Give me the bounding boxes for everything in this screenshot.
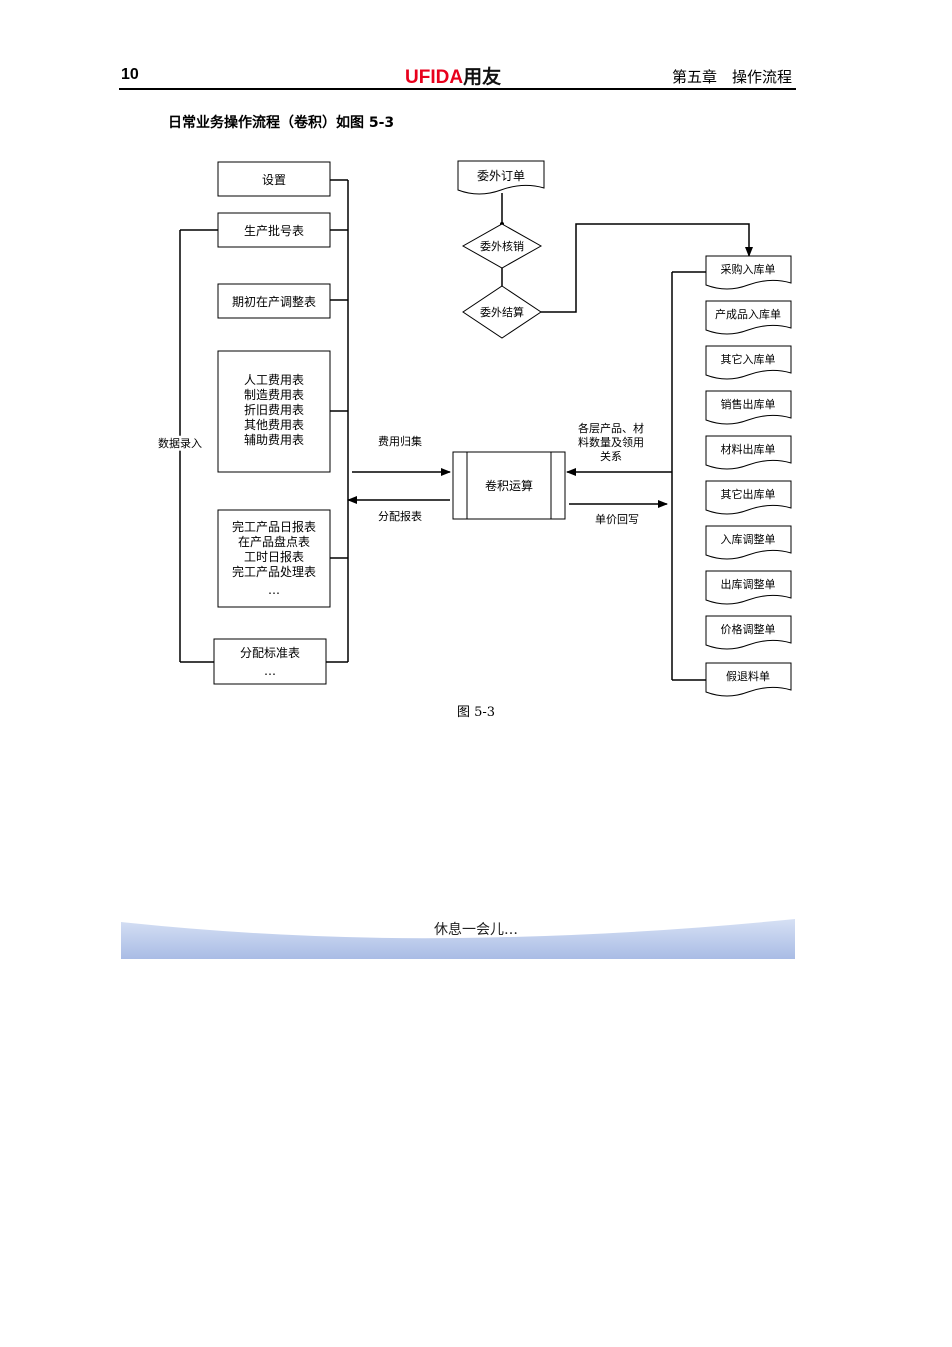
daily-table-label: 在产品盘点表 bbox=[238, 534, 310, 549]
doc-label: 入库调整单 bbox=[721, 532, 776, 546]
doc-receipt-adjustment[interactable]: 入库调整单 bbox=[705, 525, 792, 560]
allocation-standard-label: 分配标准表 bbox=[240, 646, 300, 660]
figure-caption: 图 5-3 bbox=[456, 705, 496, 720]
rollup-calculation-label: 卷积运算 bbox=[485, 478, 533, 493]
allocation-report-label: 分配报表 bbox=[378, 509, 422, 523]
allocation-ellipsis: … bbox=[264, 664, 276, 678]
outsourcing-verification-diamond[interactable]: 委外核销 bbox=[461, 223, 543, 269]
doc-issue-adjustment[interactable]: 出库调整单 bbox=[705, 570, 792, 605]
chapter-title: 第五章 操作流程 bbox=[671, 68, 792, 86]
settings-box-label: 设置 bbox=[262, 173, 286, 187]
daily-table-label: 完工产品处理表 bbox=[232, 564, 316, 579]
brand-cjk-text: 用友 bbox=[463, 66, 502, 88]
outsourcing-order-doc[interactable]: 委外订单 bbox=[457, 160, 545, 195]
doc-other-issue[interactable]: 其它出库单 bbox=[705, 480, 792, 515]
doc-label: 价格调整单 bbox=[721, 622, 776, 636]
doc-fake-material-return[interactable]: 假退料单 bbox=[705, 662, 792, 697]
data-entry-label: 数据录入 bbox=[158, 436, 202, 450]
expense-table-label: 折旧费用表 bbox=[244, 402, 304, 417]
expense-table-label: 制造费用表 bbox=[244, 388, 304, 402]
doc-purchase-receipt[interactable]: 采购入库单 bbox=[705, 255, 792, 290]
initial-wip-box[interactable]: 期初在产调整表 bbox=[217, 283, 331, 319]
batch-table-box[interactable]: 生产批号表 bbox=[217, 212, 331, 248]
doc-material-issue[interactable]: 材料出库单 bbox=[705, 435, 792, 470]
batch-table-label: 生产批号表 bbox=[244, 223, 304, 238]
doc-label: 出库调整单 bbox=[721, 577, 776, 591]
doc-price-adjustment[interactable]: 价格调整单 bbox=[705, 615, 792, 650]
expense-tables-box[interactable]: 人工费用表 制造费用表 折旧费用表 其他费用表 辅助费用表 bbox=[217, 350, 331, 473]
rollup-calculation-process[interactable]: 卷积运算 bbox=[452, 451, 566, 520]
expense-table-label: 人工费用表 bbox=[244, 373, 304, 387]
brand-latin-text: UFIDA bbox=[405, 67, 464, 88]
daily-table-ellipsis: … bbox=[268, 583, 280, 597]
doc-label: 假退料单 bbox=[726, 669, 770, 683]
relations-label-line: 关系 bbox=[600, 449, 622, 463]
doc-label: 销售出库单 bbox=[721, 397, 776, 411]
doc-label: 材料出库单 bbox=[721, 442, 776, 456]
outsourcing-verification-label: 委外核销 bbox=[480, 239, 524, 253]
expense-table-label: 辅助费用表 bbox=[244, 433, 304, 447]
page-number: 10 bbox=[121, 66, 139, 83]
outsourcing-order-label: 委外订单 bbox=[477, 169, 525, 183]
doc-label: 其它出库单 bbox=[721, 487, 776, 501]
relations-label-line: 各层产品、材 bbox=[578, 421, 644, 435]
price-writeback-label: 单价回写 bbox=[595, 513, 639, 526]
relations-label-line: 料数量及领用 bbox=[578, 435, 644, 449]
doc-label: 采购入库单 bbox=[721, 262, 776, 276]
outsourcing-settlement-label: 委外结算 bbox=[480, 305, 524, 319]
footer-wave-band bbox=[121, 919, 795, 959]
daily-table-label: 工时日报表 bbox=[244, 549, 304, 564]
expense-table-label: 其他费用表 bbox=[244, 418, 304, 432]
allocation-standard-box[interactable]: 分配标准表 … bbox=[213, 638, 327, 685]
header-divider bbox=[119, 88, 796, 90]
initial-wip-label: 期初在产调整表 bbox=[232, 294, 316, 309]
doc-label: 产成品入库单 bbox=[715, 307, 781, 321]
footer-rest-text: 休息一会儿… bbox=[434, 922, 518, 938]
cost-collection-label: 费用归集 bbox=[378, 434, 422, 448]
outsourcing-settlement-diamond[interactable]: 委外结算 bbox=[462, 285, 542, 339]
ufida-logo: UFIDA用友 bbox=[405, 62, 501, 89]
doc-label: 其它入库单 bbox=[721, 352, 776, 366]
flow-diagram: 设置 生产批号表 期初在产调整表 人工费用表 制造费用表 折旧费用表 其他费用表… bbox=[158, 160, 792, 697]
daily-table-label: 完工产品日报表 bbox=[232, 519, 316, 534]
doc-other-receipt[interactable]: 其它入库单 bbox=[705, 345, 792, 380]
right-documents: 采购入库单 产成品入库单 其它入库单 销售出库单 材料出库单 其它出库单 入库调… bbox=[705, 255, 792, 697]
settings-box[interactable]: 设置 bbox=[217, 161, 331, 197]
doc-finished-goods-receipt[interactable]: 产成品入库单 bbox=[705, 300, 792, 335]
doc-sales-delivery[interactable]: 销售出库单 bbox=[705, 390, 792, 425]
intro-heading: 日常业务操作流程（卷积）如图 5-3 bbox=[168, 115, 395, 131]
daily-tables-box[interactable]: 完工产品日报表 在产品盘点表 工时日报表 完工产品处理表 … bbox=[217, 509, 331, 608]
